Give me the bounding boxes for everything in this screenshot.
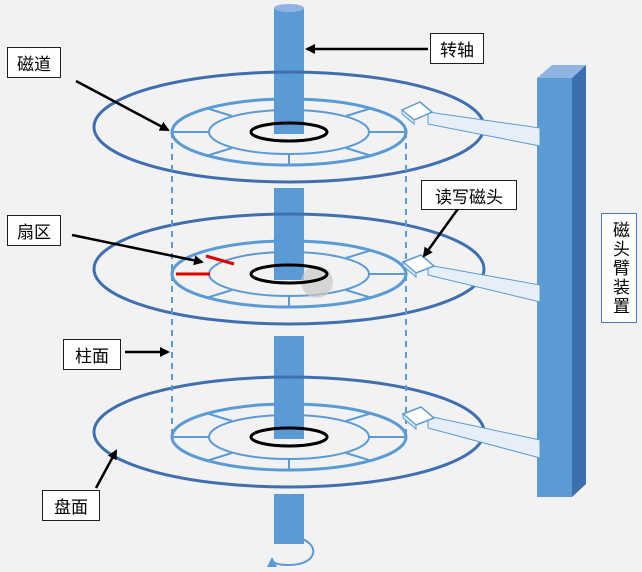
track-label: 磁道 — [7, 47, 61, 78]
platter-bottom — [92, 375, 486, 489]
track-ring-top — [249, 121, 329, 143]
read-write-head-label: 读写磁头 — [421, 180, 517, 210]
cylinder-label: 柱面 — [63, 339, 121, 370]
head-arm-middle — [401, 254, 541, 303]
sector-label: 扇区 — [7, 215, 61, 246]
head-arm-label-text: 磁头臂装置 — [609, 220, 629, 316]
head-arrow — [422, 205, 462, 258]
head-arms — [400, 101, 541, 459]
track-ring-bottom — [249, 426, 329, 448]
spindle-label: 转轴 — [430, 33, 484, 64]
track-arrow — [75, 79, 170, 132]
platter-middle — [92, 212, 486, 326]
platter-top — [92, 70, 486, 184]
head-arm-top — [400, 101, 541, 147]
cylinder-dashed — [171, 132, 407, 437]
head-arm-bottom — [401, 406, 541, 459]
rotation-arrow — [267, 536, 315, 568]
platter-surface-arrow — [94, 449, 118, 489]
sector-arrow — [71, 233, 204, 266]
pointer-arrows — [71, 44, 462, 489]
sector-highlight — [176, 254, 235, 276]
platter-surface-label: 盘面 — [42, 490, 100, 521]
head-arm-column — [537, 65, 586, 497]
track-ring-middle — [249, 263, 329, 285]
head-arm-label: 磁头臂装置 — [601, 213, 637, 323]
